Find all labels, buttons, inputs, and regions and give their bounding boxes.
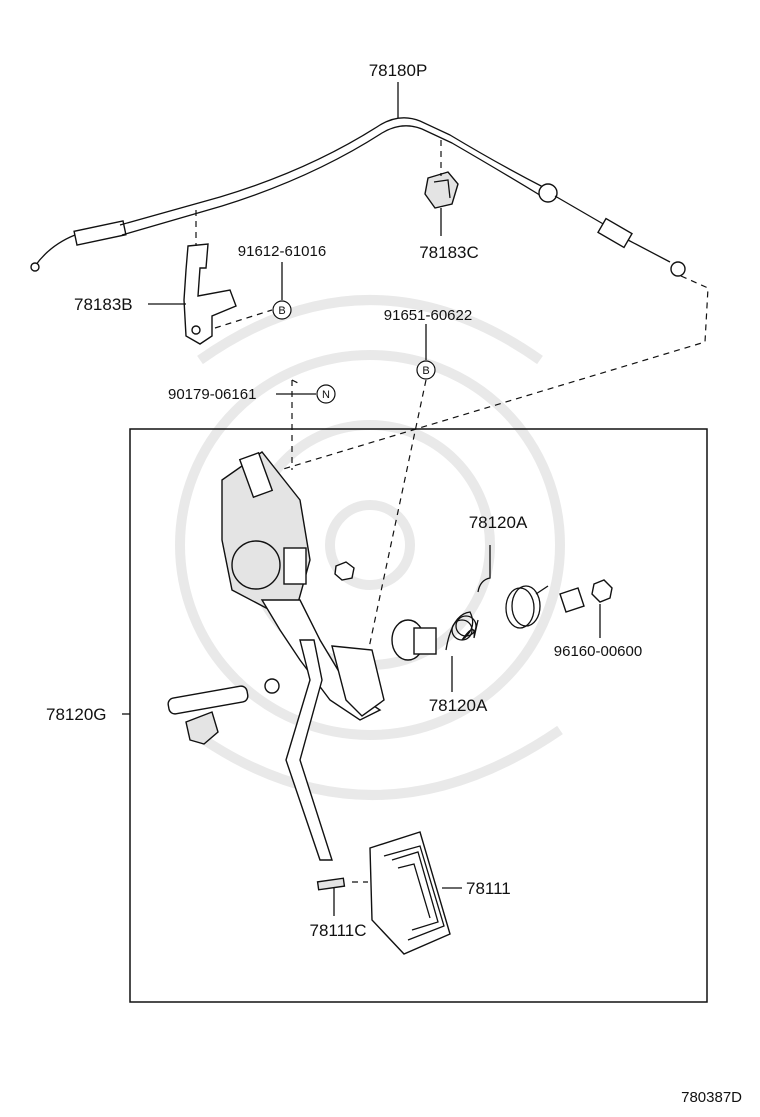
collar-and-nut [559, 579, 613, 613]
return-spring-lower [445, 611, 479, 651]
dashed-leaders [195, 140, 709, 883]
label-spring-upper: 78120A [469, 513, 528, 532]
label-pad-clip: 78111C [309, 921, 366, 940]
label-nut-right: 96160-00600 [554, 643, 642, 660]
pedal-pad-78111 [369, 831, 451, 955]
bushing [391, 619, 437, 661]
svg-text:B: B [422, 365, 429, 377]
label-cable-clamp: 78183C [419, 243, 479, 262]
label-pedal-pad: 78111 [466, 879, 511, 898]
diagram-id: 780387D [681, 1089, 742, 1106]
return-spring-upper [477, 545, 549, 629]
svg-text:B: B [278, 305, 285, 317]
label-bracket: 78183B [74, 295, 133, 314]
label-bolt-b2: 91651-60622 [384, 307, 472, 324]
label-nut-n: 90179-06161 [168, 386, 256, 403]
label-bolt-b1: 91612-61016 [238, 243, 326, 260]
label-cable: 78180P [369, 61, 428, 80]
badge-b1: B [272, 300, 292, 320]
assembly-frame [129, 428, 708, 1003]
leader-lines [122, 82, 601, 916]
badge-b2: B [416, 360, 436, 380]
nut-small [334, 561, 355, 581]
accelerator-cable [30, 117, 686, 277]
bracket-78183b [183, 243, 237, 345]
pad-clip-78111c [316, 877, 346, 891]
badge-n: N [316, 384, 336, 404]
cable-clamp-78183c [424, 171, 459, 209]
label-spring-lower: 78120A [429, 696, 488, 715]
svg-text:N: N [322, 389, 330, 401]
label-pedal-assy: 78120G [46, 705, 107, 724]
pedal-assembly-78120g [167, 451, 385, 861]
